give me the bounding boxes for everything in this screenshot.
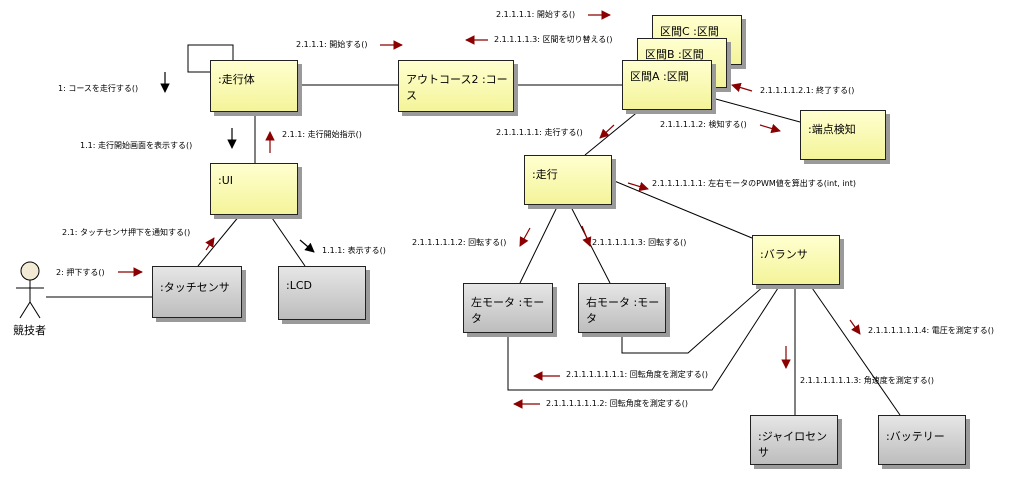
msg-2-1-1-1-1-2-1: 2.1.1.1.1.2.1: 終了する() xyxy=(760,86,855,95)
arrow-m21111113 xyxy=(581,225,592,247)
msg-1-1: 1.1: 走行開始画面を表示する() xyxy=(80,141,193,150)
node-battery[interactable]: :バッテリー xyxy=(878,415,966,465)
arrow-m2111121 xyxy=(731,82,753,93)
msg-2-1-1-1-1-1: 2.1.1.1.1.1: 走行する() xyxy=(496,128,583,137)
link-balancer-battery xyxy=(809,284,901,416)
link-ui-lcd xyxy=(269,214,306,267)
link-section-tanten xyxy=(711,97,801,123)
arrow-m211112 xyxy=(759,123,781,134)
msg-1-1-1: 1.1.1: 表示する() xyxy=(322,246,386,255)
msg-2-1-1-1-1-3: 2.1.1.1.1.3: 区間を切り替える() xyxy=(494,35,613,44)
node-section-a[interactable]: 区間A :区間 xyxy=(622,60,712,110)
links xyxy=(46,44,901,416)
node-tanten[interactable]: :端点検知 xyxy=(800,110,886,160)
actor-label: 競技者 xyxy=(13,324,46,337)
node-gyro-sensor[interactable]: :ジャイロセンサ xyxy=(750,415,838,465)
arrow-m2111111 xyxy=(627,181,649,192)
node-course[interactable]: アウトコース2 :コース xyxy=(398,60,514,112)
msg-2-1-1-1-1: 2.1.1.1.1: 開始する() xyxy=(496,10,576,19)
link-balancer-leftmotor xyxy=(507,284,781,391)
node-balancer[interactable]: :バランサ xyxy=(752,235,840,285)
msg-2-1-1-1-1-1-2: 2.1.1.1.1.1.2: 回転する() xyxy=(412,238,507,247)
node-touch-sensor[interactable]: :タッチセンサ xyxy=(152,266,242,318)
msg-2-1-1-1-1-1-1-3: 2.1.1.1.1.1.1.3: 角速度を測定する() xyxy=(800,376,934,385)
msg-2: 2: 押下する() xyxy=(56,268,105,277)
node-soukoutai[interactable]: :走行体 xyxy=(210,60,298,112)
node-ui[interactable]: :UI xyxy=(210,163,298,215)
msg-2-1-1-1-1-1-1-1: 2.1.1.1.1.1.1.1: 回転角度を測定する() xyxy=(566,370,708,379)
node-lcd[interactable]: :LCD xyxy=(278,266,366,320)
msg-2-1-1-1: 2.1.1.1: 開始する() xyxy=(296,40,368,49)
self-link xyxy=(187,44,234,73)
arrow-m211111114 xyxy=(849,319,861,335)
msg-2-1-1-1-1-1-3: 2.1.1.1.1.1.3: 回転する() xyxy=(592,238,687,247)
msg-2-1: 2.1: タッチセンサ押下を通知する() xyxy=(62,228,191,237)
msg-2-1-1-1-1-2: 2.1.1.1.1.2: 検知する() xyxy=(660,120,747,129)
node-right-motor[interactable]: 右モータ :モータ xyxy=(578,283,666,333)
msg-2-1-1: 2.1.1: 走行開始指示() xyxy=(282,130,362,139)
actor-stick-figure xyxy=(16,261,44,319)
msg-2-1-1-1-1-1-1: 2.1.1.1.1.1.1: 左右モータのPWM値を算出する(int, int) xyxy=(652,179,856,188)
message-arrows xyxy=(118,10,861,409)
arrow-m21 xyxy=(205,237,215,251)
link-ui-touch xyxy=(197,214,241,267)
msg-2-1-1-1-1-1-1-2: 2.1.1.1.1.1.1.2: 回転角度を測定する() xyxy=(546,399,688,408)
arrow-m211111 xyxy=(599,124,615,139)
msg-1: 1: コースを走行する() xyxy=(58,84,139,93)
arrow-m21111112 xyxy=(519,227,531,247)
link-section-soukou xyxy=(584,109,641,156)
link-soukou-balancer xyxy=(611,179,753,239)
link-balancer-rightmotor xyxy=(621,284,766,354)
msg-2-1-1-1-1-1-1-4: 2.1.1.1.1.1.1.4: 電圧を測定する() xyxy=(868,326,994,335)
arrow-m111 xyxy=(299,239,315,253)
node-soukou[interactable]: :走行 xyxy=(524,155,612,205)
node-left-motor[interactable]: 左モータ :モータ xyxy=(463,283,553,333)
link-soukou-leftmotor xyxy=(519,204,559,284)
